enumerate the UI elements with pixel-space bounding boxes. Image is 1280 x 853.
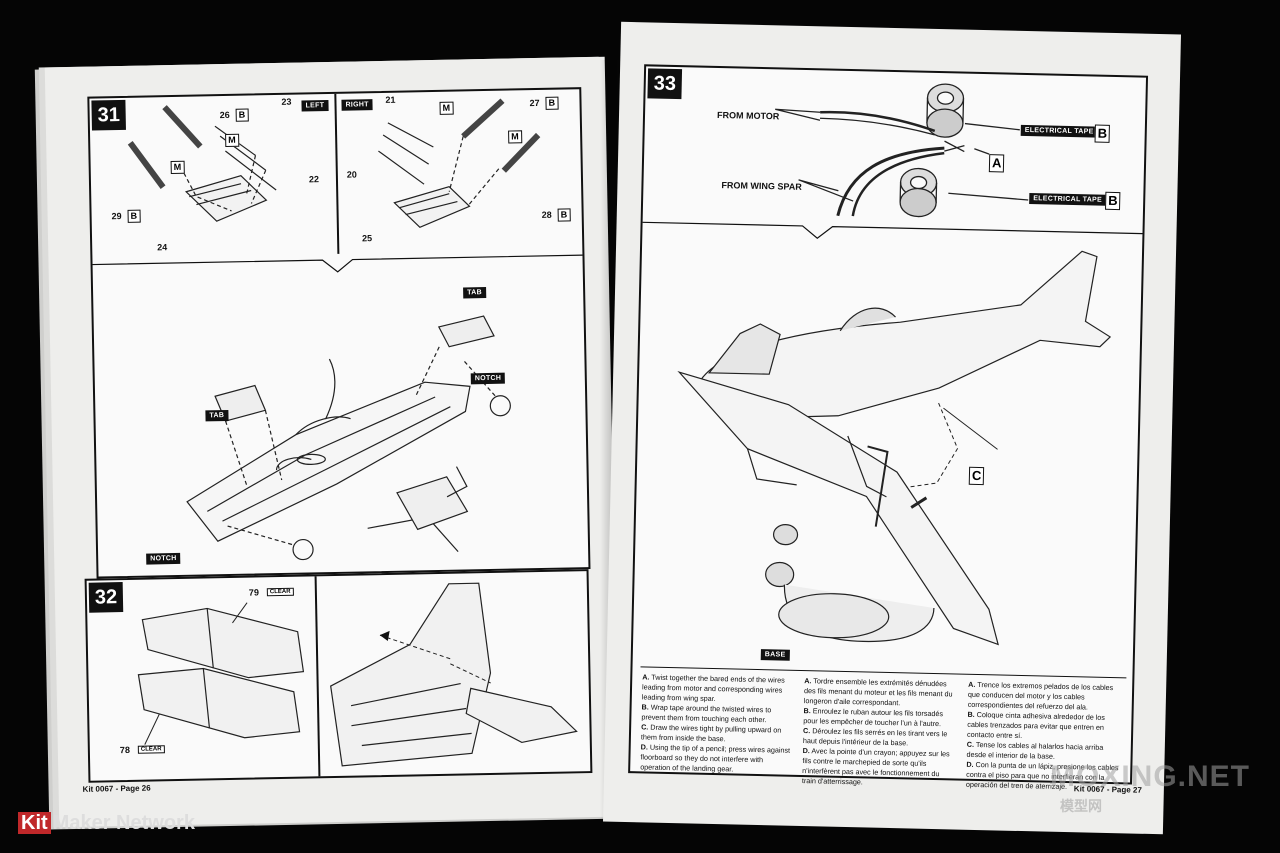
part-25-label: 25	[362, 233, 373, 244]
part-29-label: 29	[111, 210, 122, 222]
part-79-clear-tag: CLEAR	[266, 587, 294, 597]
electrical-tape-callout-bottom: ELECTRICAL TAPE	[1029, 193, 1107, 206]
left-page-footer: Kit 0067 - Page 26	[82, 783, 151, 794]
left-seat-assembly-drawing	[127, 105, 277, 222]
part-26-label: 26	[219, 109, 230, 121]
left-instruction-page: 31 LEFT RIGHT 26 B 23 22 29 B 24 M M	[44, 56, 620, 828]
c-tag: C	[968, 466, 985, 486]
step-33-chevron-divider	[642, 221, 1143, 240]
notch-callout-left: NOTCH	[146, 552, 181, 565]
step-31-panel: 31 LEFT RIGHT 26 B 23 22 29 B 24 M M	[87, 87, 591, 579]
right-instruction-page: 33 F	[602, 21, 1182, 835]
english-step-d: D. Using the tip of a pencil; press wire…	[640, 742, 791, 774]
french-step-a: A. Tordre ensemble les extrémités dénudé…	[803, 676, 953, 708]
from-motor-label: FROM MOTOR	[716, 109, 780, 122]
part-22-label: 22	[308, 174, 320, 185]
cockpit-installation-drawing	[186, 315, 511, 561]
step-32-panel: 32 79 CLEAR 78 CLEAR	[84, 569, 593, 783]
part-78-label: 78	[119, 744, 130, 756]
part-21-label: 21	[385, 94, 396, 105]
part-20-label: 20	[346, 169, 357, 180]
m-tag-right-1: M	[439, 101, 454, 115]
horizontal-stabilizers-drawing	[137, 602, 305, 745]
part-29-b-tag: B	[127, 209, 141, 223]
part-26-b-tag: B	[235, 108, 249, 122]
a-tag: A	[988, 154, 1005, 173]
kit-logo-mark: Kit	[18, 812, 51, 834]
right-seat-assembly-drawing	[378, 98, 541, 228]
electrical-tape-callout-top: ELECTRICAL TAPE	[1020, 124, 1098, 138]
french-step-d: D. Avec la pointe d'un crayon; appuyez s…	[801, 746, 950, 787]
notch-callout-top: NOTCH	[470, 372, 506, 385]
spanish-step-a: A. Trence los extremos pelados de los ca…	[967, 679, 1114, 712]
english-instructions: A. Twist together the bared ends of the …	[640, 672, 792, 775]
part-28-b-tag: B	[557, 208, 571, 222]
wire-twisting-diagram	[775, 83, 1029, 218]
spanish-step-b: B. Coloque cinta adhesiva alrededor de l…	[966, 709, 1106, 741]
from-wing-spar-label: FROM WING SPAR	[721, 180, 802, 192]
part-27-label: 27	[529, 97, 540, 109]
french-instructions: A. Tordre ensemble les extrémités dénudé…	[802, 676, 956, 789]
electrical-tape-b-tag-bottom: B	[1105, 191, 1121, 211]
part-78-clear-tag: CLEAR	[137, 745, 165, 754]
part-79-label: 79	[248, 587, 259, 598]
moxing-cn-watermark: 模型网	[1060, 798, 1102, 814]
part-23-label: 23	[281, 96, 292, 107]
tab-callout-left: TAB	[205, 409, 229, 422]
english-step-a: A. Twist together the bared ends of the …	[641, 672, 785, 704]
base-callout: BASE	[760, 649, 790, 661]
m-tag-left-2: M	[170, 160, 185, 175]
m-tag-left-1: M	[225, 133, 239, 147]
tab-callout-top: TAB	[463, 287, 487, 299]
electrical-tape-b-tag-top: B	[1094, 124, 1111, 143]
tail-assembly-drawing	[330, 582, 578, 767]
part-27-b-tag: B	[545, 96, 559, 110]
step-33-panel: 33 F	[628, 64, 1149, 791]
part-28-label: 28	[541, 209, 552, 220]
maker-network-text: Maker Network	[52, 812, 195, 834]
step-31-chevron-divider	[92, 254, 583, 273]
aircraft-on-stand-drawing	[677, 250, 1112, 646]
moxing-watermark: MOXING.NET	[1050, 760, 1251, 793]
part-24-label: 24	[157, 242, 168, 253]
m-tag-right-2: M	[508, 130, 522, 144]
